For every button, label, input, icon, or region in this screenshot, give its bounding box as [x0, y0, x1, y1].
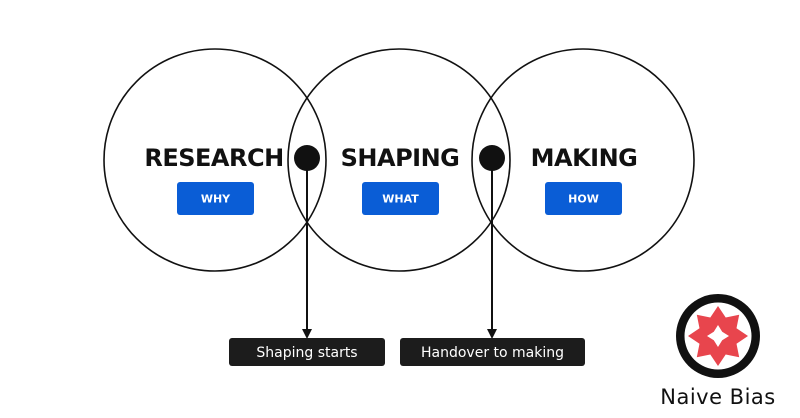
- tag-pill-bg: [177, 182, 254, 215]
- transition-dot-making: [479, 145, 505, 171]
- tag-pill-shaping: WHAT: [362, 182, 439, 215]
- star-badge-icon: [676, 294, 760, 378]
- callout-label: Shaping starts: [256, 345, 357, 361]
- callout-bg: [229, 338, 385, 366]
- stage-circle-making: [471, 48, 695, 272]
- tag-pill-bg: [545, 182, 622, 215]
- stage-title-making: MAKING: [531, 144, 638, 172]
- stage-circle-shaping: [287, 48, 511, 272]
- stage-title-shaping: SHAPING: [341, 144, 460, 172]
- transition-dot-shaping: [294, 145, 320, 171]
- brand-logo: Naive Bias: [660, 294, 776, 409]
- tag-pill-making: HOW: [545, 182, 622, 215]
- tag-pill-label: WHY: [201, 193, 231, 206]
- brand-logo-text: Naive Bias: [660, 385, 776, 409]
- tag-pill-bg: [362, 182, 439, 215]
- callout-shaping-starts: Shaping starts: [229, 338, 385, 366]
- stage-circle-research: [103, 48, 327, 272]
- tag-pill-research: WHY: [177, 182, 254, 215]
- callout-handover: Handover to making: [400, 338, 585, 366]
- tag-pill-label: HOW: [568, 193, 599, 206]
- callout-label: Handover to making: [421, 345, 564, 361]
- tag-pill-label: WHAT: [382, 193, 419, 206]
- callout-bg: [400, 338, 585, 366]
- stage-title-research: RESEARCH: [144, 144, 283, 172]
